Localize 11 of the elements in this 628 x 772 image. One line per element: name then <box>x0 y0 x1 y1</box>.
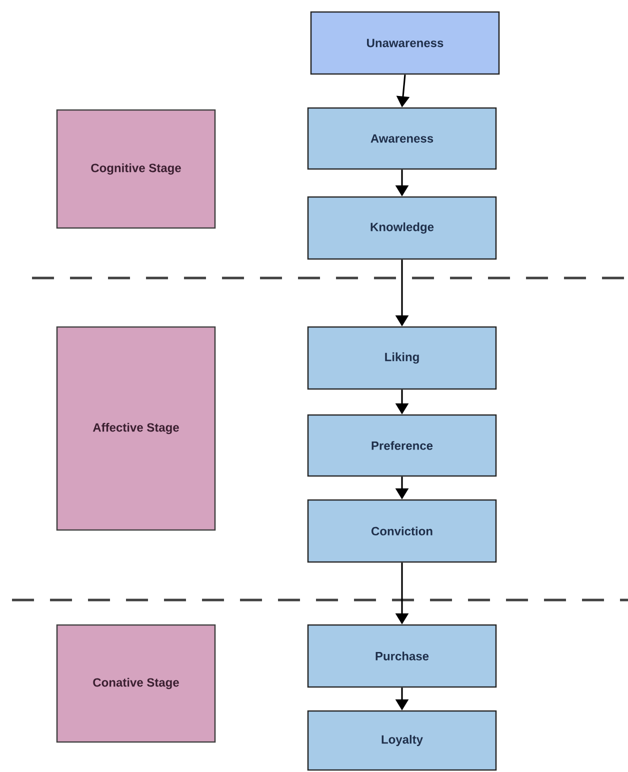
stage-box: Cognitive Stage <box>56 109 216 229</box>
process-box: Conviction <box>307 499 497 563</box>
process-box: Loyalty <box>307 710 497 771</box>
process-box: Knowledge <box>307 196 497 260</box>
process-box: Awareness <box>307 107 497 170</box>
process-box: Liking <box>307 326 497 390</box>
process-box: Unawareness <box>310 11 500 75</box>
stage-box: Conative Stage <box>56 624 216 743</box>
process-box: Preference <box>307 414 497 477</box>
stage-box: Affective Stage <box>56 326 216 531</box>
process-box: Purchase <box>307 624 497 688</box>
